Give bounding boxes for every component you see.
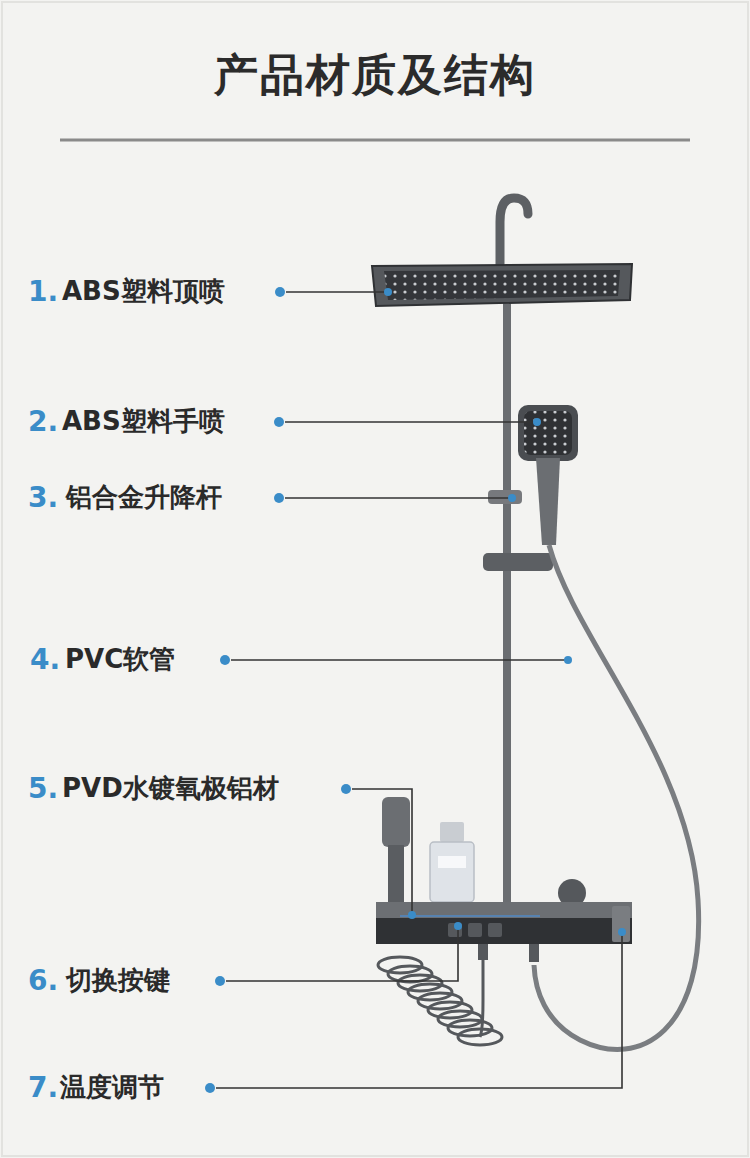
spray-handle [388,845,404,902]
leader-line [285,497,510,499]
leader-dot [454,922,462,930]
leader-dot [205,1083,215,1093]
leader-dot [274,417,284,427]
slide-bracket [483,553,553,571]
hand-shower-head [518,405,578,461]
leader-dot [275,287,285,297]
hand-shower-handle [536,458,560,545]
bottle-cap [440,822,464,842]
callout-number: 3. [28,482,58,514]
callout-number: 6. [28,965,58,997]
part-label: 温度调节 [60,1073,164,1103]
bottle [430,842,474,902]
leader-line [286,291,386,293]
leader-dot [508,494,516,502]
leader-line [216,934,622,1088]
callout-number: 1. [28,276,58,308]
shower-hose [534,545,699,1049]
part-label: PVD水镀氧极铝材 [62,774,279,804]
leader-dot [274,493,284,503]
hand-nozzle-dots [524,411,572,455]
leader-dot [564,656,572,664]
shelf-top [376,902,632,918]
part-label: ABS塑料手喷 [62,407,225,437]
bottle-tag [438,856,466,868]
coil-lead [480,960,483,1037]
leader-lines [216,292,622,1088]
callout-number: 2. [28,406,58,438]
light-strip [400,915,540,917]
leader-dot [408,911,416,919]
part-label: ABS塑料顶喷 [62,277,225,307]
outlet-valve [478,944,488,960]
temperature-knob [612,906,630,942]
nozzle-dots [384,270,620,300]
leader-dot [533,418,541,426]
nozzle-plate [384,270,620,300]
switch-button [448,923,462,937]
shower-arm [500,198,528,266]
pole-holder [488,490,522,504]
leader-dot [220,655,230,665]
coiled-hose [378,957,502,1045]
spray-head [382,797,410,847]
riser-pole [503,300,511,940]
title-rule [60,139,690,142]
part-label: PVC软管 [65,645,175,675]
switch-button [488,923,502,937]
callout-number: 7. [28,1072,58,1104]
outlet-valve [529,944,539,962]
leader-line [285,421,535,423]
leader-dot [215,976,225,986]
page-title: 产品材质及结构 [214,50,536,101]
leader-line [352,789,412,913]
callout-number: 5. [28,773,58,805]
leader-dot [341,784,351,794]
part-label: 切换按键 [66,966,170,996]
leader-dots [205,287,626,1093]
leader-line [231,659,566,661]
hand-nozzle-plate [524,411,572,455]
leader-line [226,928,458,981]
switch-button [468,923,482,937]
callout-number: 4. [30,644,60,676]
mixer-front [376,918,632,944]
leader-dot [618,928,626,936]
part-label: 铝合金升降杆 [66,483,222,513]
leader-dot [384,288,392,296]
top-shower-head [372,264,632,306]
